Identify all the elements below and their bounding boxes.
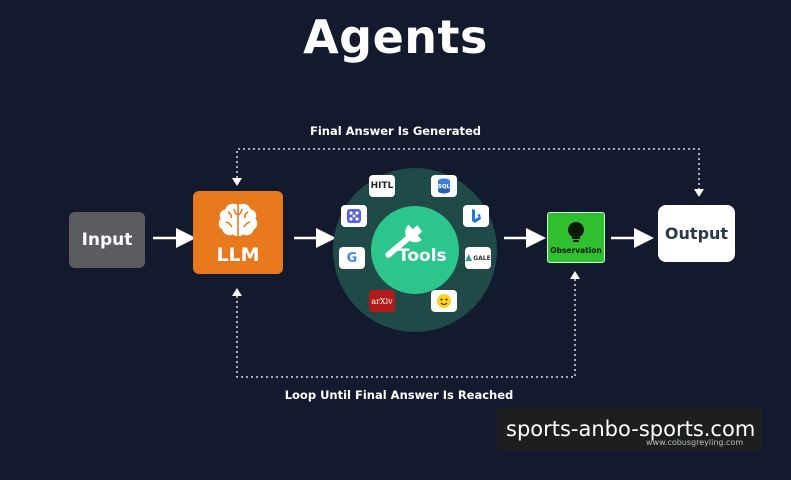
brain-icon — [217, 202, 259, 237]
lightbulb-icon — [568, 221, 584, 242]
observation-node: Observation — [547, 212, 605, 263]
top-arrowhead-output — [694, 189, 704, 197]
llm-node: LLM — [193, 191, 283, 274]
gale-tile: ▲ GALE — [465, 247, 491, 269]
database-icon — [438, 178, 450, 194]
output-label: Output — [664, 224, 729, 243]
hitl-label: HITL — [370, 181, 394, 191]
sql-label: SQL — [437, 184, 451, 190]
google-tile: G — [339, 247, 365, 269]
sql-tile: SQL — [431, 175, 457, 197]
tools-label: Tools — [398, 246, 447, 266]
input-label: Input — [81, 230, 133, 250]
wrench-icon — [385, 224, 423, 258]
top-dotted-path — [236, 148, 700, 191]
bottom-caption: Loop Until Final Answer Is Reached — [284, 388, 514, 402]
bottom-arrowhead-observation — [570, 271, 580, 279]
gale-label: GALE — [473, 254, 491, 262]
observation-label: Observation — [550, 245, 602, 255]
gale-icon: ▲ — [465, 253, 473, 263]
top-arrowhead-llm — [232, 178, 242, 186]
arxiv-tile: arXiv — [369, 290, 395, 312]
hitl-tile: HITL — [369, 175, 395, 197]
watermark-subtext: www.cobusgreyling.com — [646, 438, 744, 447]
bottom-arrowhead-llm — [232, 288, 242, 296]
arxiv-label: arXiv — [371, 296, 393, 306]
bing-tile — [463, 205, 489, 227]
page-title: Agents — [303, 10, 488, 64]
bing-icon — [472, 209, 481, 223]
watermark-text: sports-anbo-sports.com — [506, 417, 756, 441]
hugging-face-icon — [437, 294, 451, 308]
huggingface-tile — [431, 290, 457, 312]
top-caption: Final Answer Is Generated — [309, 124, 482, 138]
tools-core — [371, 206, 459, 294]
input-node: Input — [69, 212, 145, 268]
grid-tool-tile — [341, 205, 367, 227]
watermark-banner — [497, 408, 762, 450]
grid-icon — [347, 209, 361, 223]
output-node: Output — [658, 205, 735, 262]
llm-label: LLM — [216, 243, 260, 266]
google-label: G — [346, 250, 358, 266]
bottom-dotted-path — [236, 274, 576, 378]
